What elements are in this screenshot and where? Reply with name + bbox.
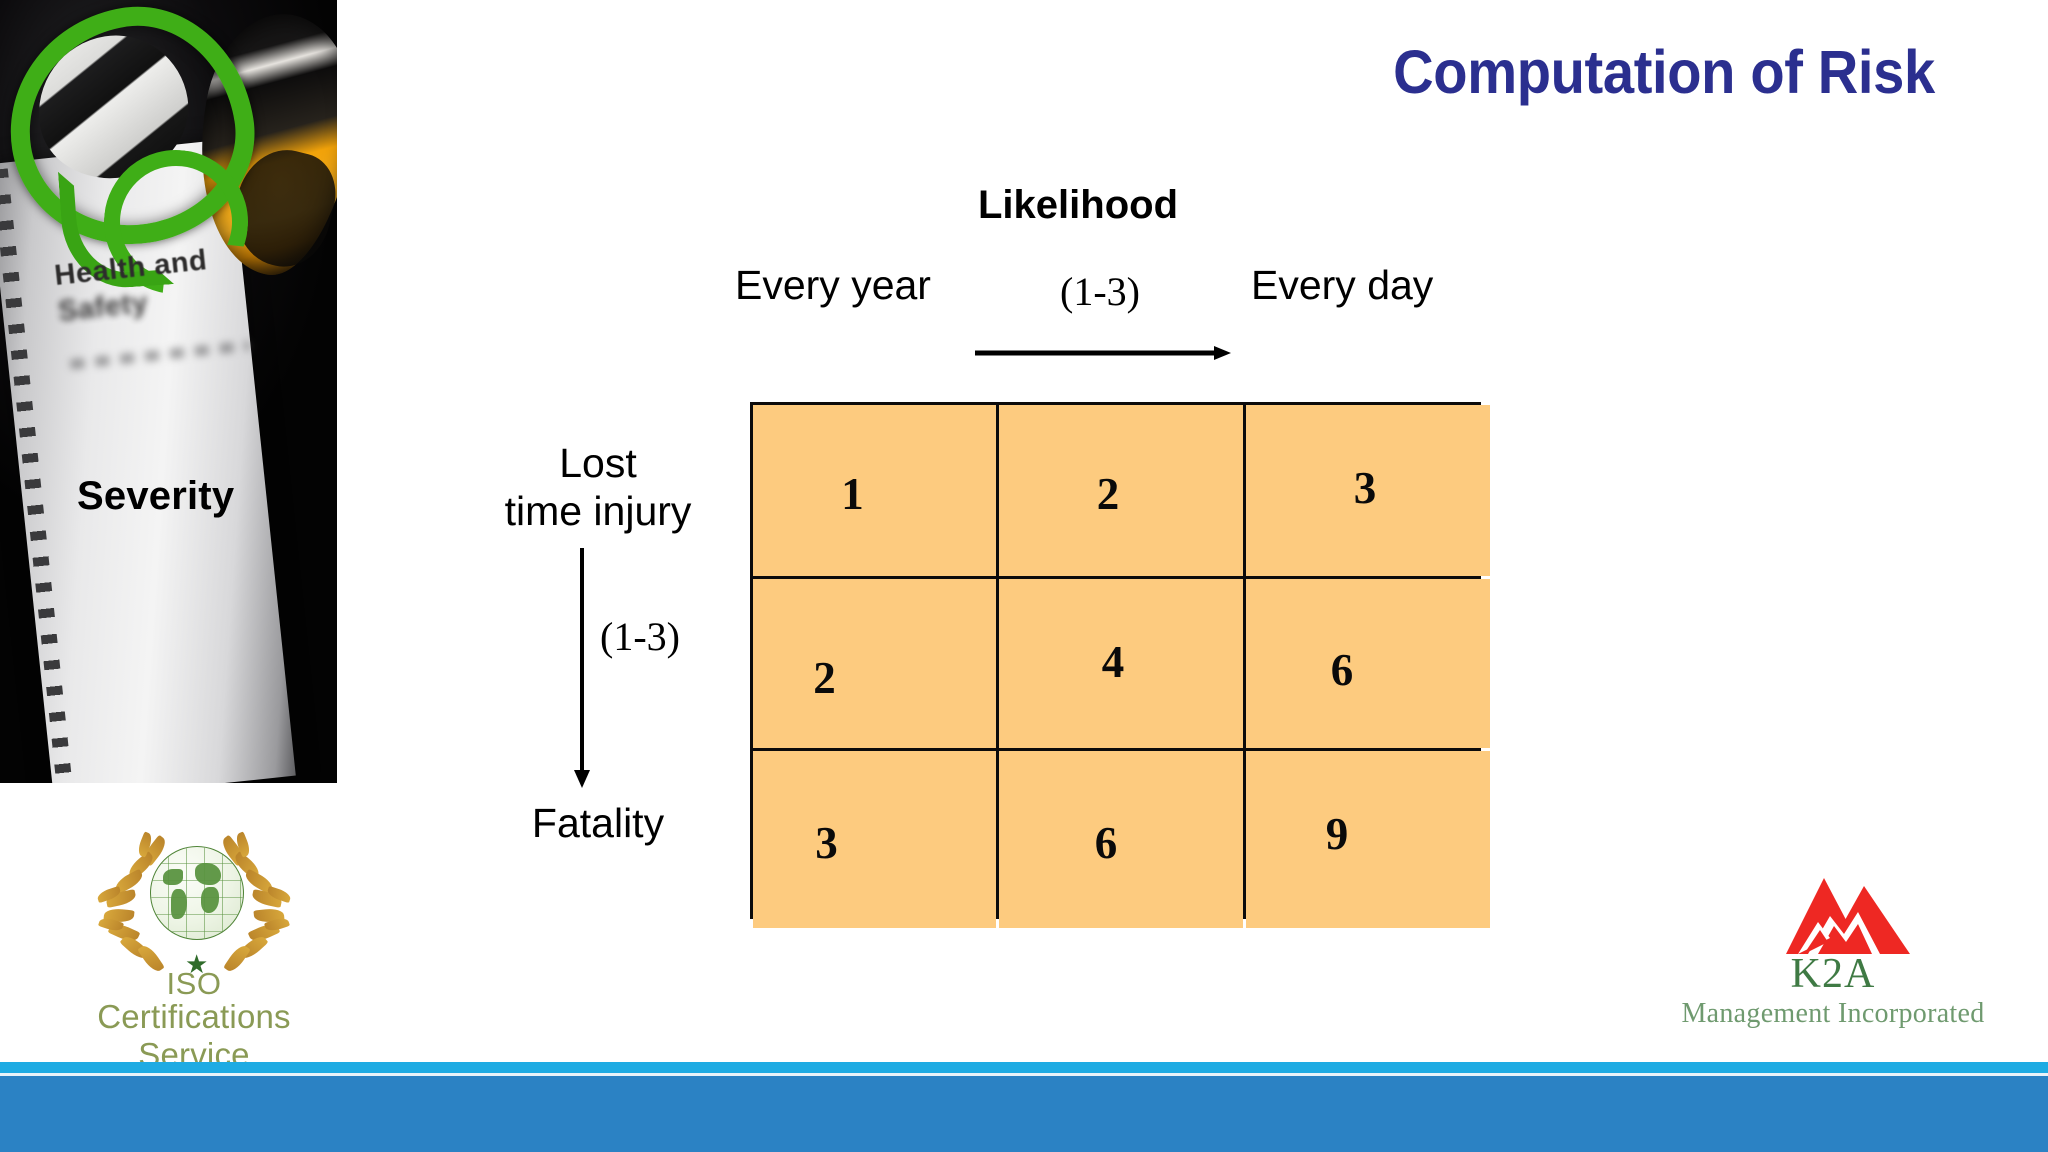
matrix-cell-r2c1[interactable]: 2: [753, 579, 996, 748]
severity-low-label-line-2: time injury: [504, 487, 692, 534]
matrix-value-r1c1: 1: [841, 468, 864, 519]
mountain-icon: [1786, 878, 1910, 954]
matrix-cell-r3c2[interactable]: 6: [999, 751, 1243, 928]
k2a-logo-name: K2A: [1790, 951, 1876, 997]
matrix-cell-r1c3[interactable]: 3: [1246, 405, 1490, 576]
likelihood-high-label: Every day: [1251, 262, 1434, 308]
footer-bar-divider: [0, 1073, 2048, 1076]
matrix-cell-r2c2[interactable]: 4: [999, 579, 1243, 748]
health-and-safety-photo: Health and Safety: [0, 0, 337, 783]
matrix-value-r1c3: 3: [1353, 462, 1377, 513]
severity-axis-title: Severity: [77, 474, 235, 518]
globe-gridlines: [151, 847, 243, 939]
matrix-value-r3c1: 3: [815, 817, 838, 868]
matrix-cell-r1c1[interactable]: 1: [753, 405, 996, 576]
matrix-value-r2c1: 2: [813, 652, 836, 703]
likelihood-axis-title: Likelihood: [978, 183, 1178, 227]
iso-logo-name: ISO: [166, 966, 222, 1001]
page-title: Computation of Risk: [1393, 38, 1935, 106]
footer-accent-bar: [0, 1062, 2048, 1073]
severity-low-label-line-1: Lost: [559, 440, 637, 486]
matrix-value-r2c3: 6: [1330, 644, 1354, 695]
matrix-cell-r3c3[interactable]: 9: [1246, 751, 1490, 928]
matrix-cell-r1c2[interactable]: 2: [999, 405, 1243, 576]
footer-bar: [0, 1076, 2048, 1152]
down-arrow-icon: [574, 548, 590, 788]
matrix-value-r3c2: 6: [1094, 817, 1118, 868]
matrix-value-r2c2: 4: [1101, 636, 1125, 687]
matrix-cell-r3c1[interactable]: 3: [753, 751, 996, 928]
severity-high-label: Fatality: [531, 800, 665, 846]
matrix-cell-r2c3[interactable]: 6: [1246, 579, 1490, 748]
matrix-value-r1c2: 2: [1096, 468, 1120, 519]
iso-certifications-logo: ★ ISO Certifications Service: [64, 831, 324, 1073]
severity-low-label: Lost time injury: [468, 440, 728, 535]
k2a-logo-subtitle: Management Incorporated: [1681, 998, 1985, 1029]
right-arrow-icon: [975, 346, 1231, 360]
severity-range-label: (1-3): [600, 614, 680, 659]
globe-icon: [150, 846, 244, 940]
likelihood-range-label: (1-3): [1060, 269, 1140, 314]
k2a-management-logo: K2A Management Incorporated: [1658, 872, 2008, 1032]
likelihood-low-label: Every year: [735, 262, 931, 308]
risk-matrix-table: 1 2 3 2 4 6 3 6 9: [750, 402, 1490, 928]
matrix-value-r3c3: 9: [1325, 808, 1349, 859]
